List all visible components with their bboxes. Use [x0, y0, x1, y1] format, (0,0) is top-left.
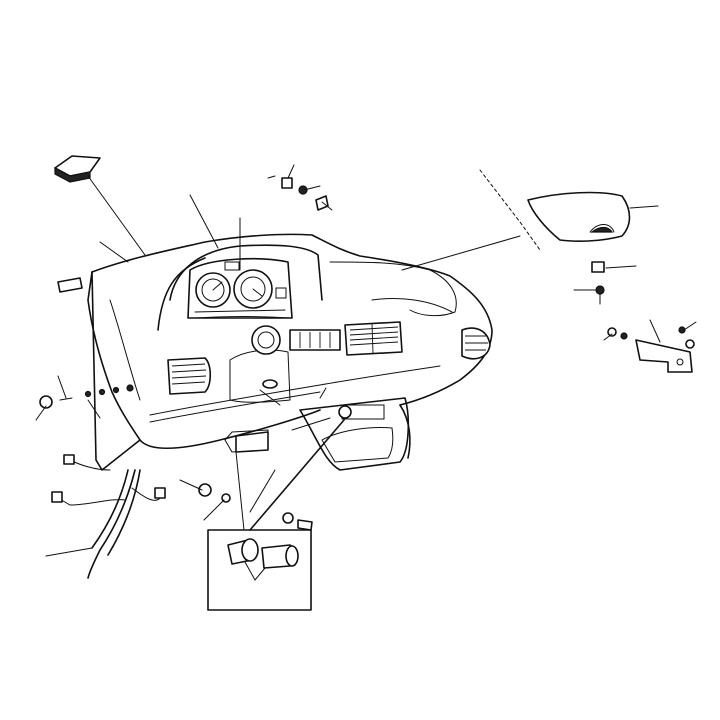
callout-line	[401, 235, 521, 271]
callout-line	[203, 499, 225, 521]
callout-line	[179, 479, 203, 491]
center-vents	[344, 321, 403, 356]
callout-line	[45, 547, 93, 557]
pad-part	[54, 155, 101, 183]
callout-lines	[35, 164, 697, 557]
side-vent-left	[167, 357, 212, 395]
callout-line	[267, 175, 276, 179]
callout-line	[189, 194, 219, 249]
callout-line	[605, 265, 637, 269]
center-vent-left	[251, 325, 281, 355]
bracket	[635, 339, 693, 373]
callout-line	[629, 205, 659, 209]
callout-line	[259, 389, 281, 406]
callout-line	[35, 405, 47, 421]
switch-panel	[289, 329, 341, 351]
inset-leader-line	[235, 451, 245, 531]
callout-line	[99, 241, 129, 263]
callout-line	[57, 375, 67, 399]
side-vent-right	[461, 327, 491, 360]
callout-line	[303, 185, 321, 191]
callout-line	[87, 399, 101, 419]
callout-line	[287, 164, 295, 179]
callout-line	[321, 201, 333, 211]
callout-line	[603, 333, 613, 341]
callout-line	[649, 319, 661, 343]
callout-line	[319, 387, 327, 399]
glovebox-lid	[527, 191, 631, 242]
dashboard-body	[87, 233, 493, 471]
lighter-detail-inset	[207, 529, 312, 611]
callout-line	[683, 321, 697, 331]
fasteners	[39, 177, 695, 531]
callout-line	[249, 469, 276, 513]
callout-line	[291, 417, 331, 431]
callout-line	[87, 175, 146, 256]
instrument-cluster	[187, 257, 293, 319]
inset-leader-line	[249, 419, 345, 531]
center-console	[224, 397, 410, 471]
mount-leader-line	[479, 169, 541, 251]
wiring-harness	[51, 454, 166, 579]
